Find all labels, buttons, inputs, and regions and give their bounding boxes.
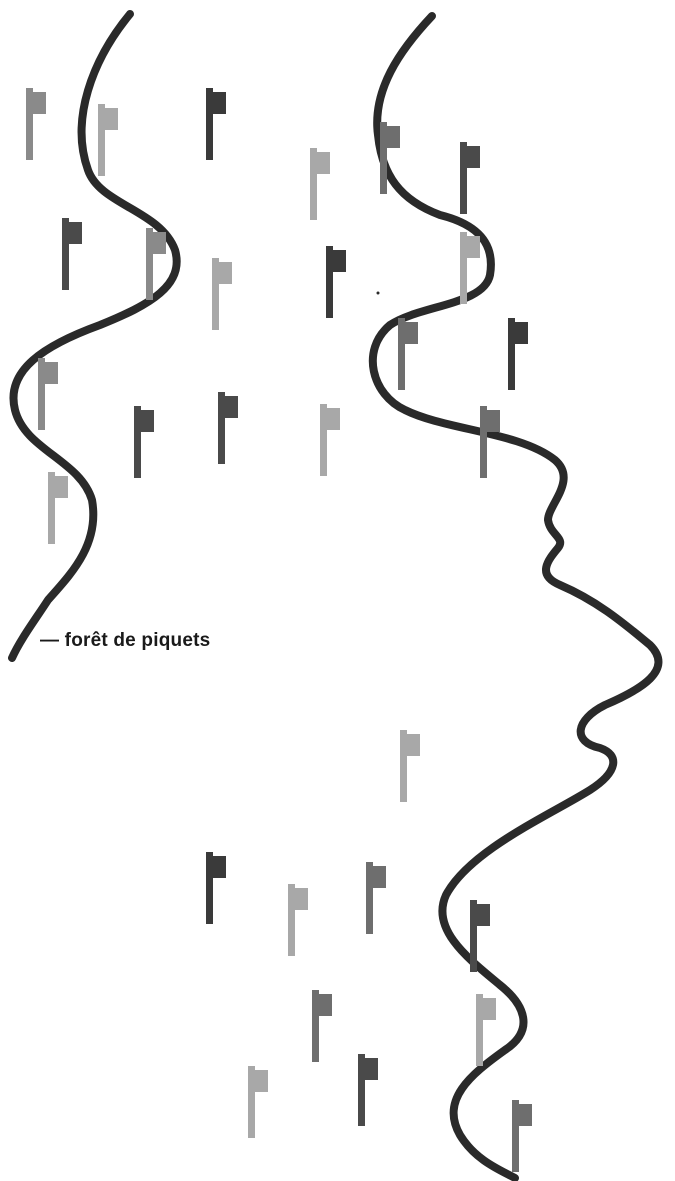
flag-picket-icon [358,1054,378,1126]
trail-line-right [373,16,659,1178]
flag-picket-icon [470,900,490,972]
flag-picket-icon [206,88,226,160]
flag-picket-icon [508,318,528,390]
flag-picket-icon [320,404,340,476]
flag-picket-icon [212,258,232,330]
flag-picket-icon [218,392,238,464]
flag-picket-icon [26,88,46,160]
flag-picket-icon [62,218,82,290]
flag-picket-icon [288,884,308,956]
flag-picket-icon [460,142,480,214]
flag-picket-icon [398,318,418,390]
flag-picket-icon [312,990,332,1062]
flag-picket-icon [48,472,68,544]
caption-label: — forêt de piquets [40,630,210,652]
flag-picket-icon [512,1100,532,1172]
flag-picket-icon [310,148,330,220]
flag-picket-icon [98,104,118,176]
flag-picket-icon [326,246,346,318]
flag-picket-icon [248,1066,268,1138]
flag-picket-icon [206,852,226,924]
flag-picket-icon [134,406,154,478]
flag-picket-icon [366,862,386,934]
flag-picket-icon [480,406,500,478]
flag-picket-icon [38,358,58,430]
flag-picket-icon [400,730,420,802]
ink-speck [377,292,380,295]
